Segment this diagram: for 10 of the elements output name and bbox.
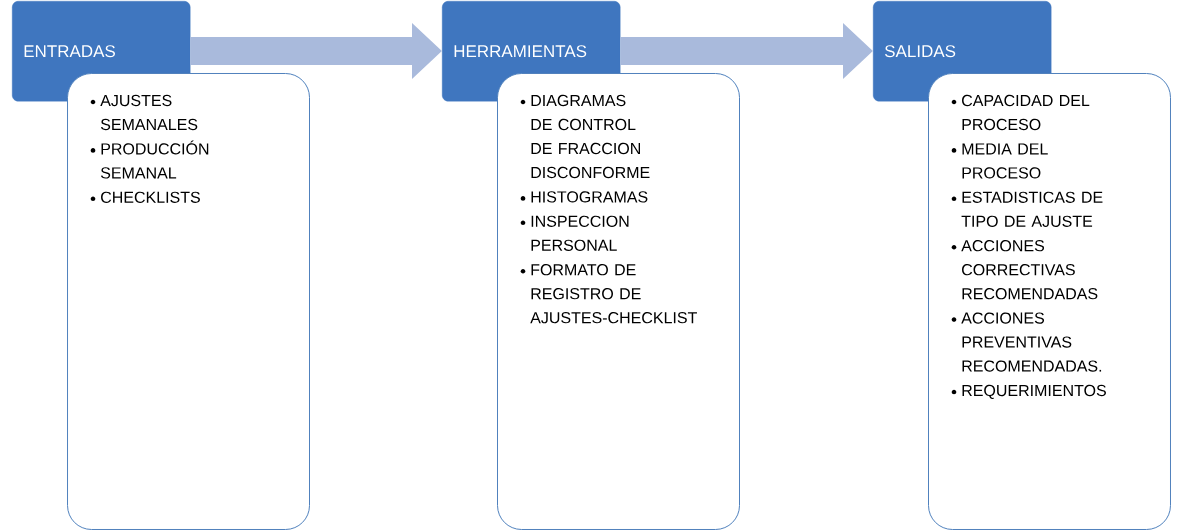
- list-item: INSPECCION PERSONAL: [531, 215, 629, 251]
- list-item: CHECKLISTS: [101, 191, 200, 203]
- list-item: MEDIA DEL PROCESO: [962, 143, 1048, 179]
- list-item: REQUERIMIENTOS: [962, 384, 1106, 399]
- list-item: PRODUCCIÓN SEMANAL: [100, 140, 209, 179]
- list-item: ACCIONES CORRECTIVAS RECOMENDADAS: [961, 240, 1098, 300]
- list-item: ACCIONES PREVENTIVAS RECOMENDADAS.: [961, 312, 1102, 372]
- list-item: FORMATO DE REGISTRO DE AJUSTES-CHECKLIST: [530, 264, 697, 324]
- list-item: HISTOGRAMAS: [531, 191, 648, 203]
- list-item: ESTADISTICAS DE TIPO DE AJUSTE: [961, 191, 1103, 227]
